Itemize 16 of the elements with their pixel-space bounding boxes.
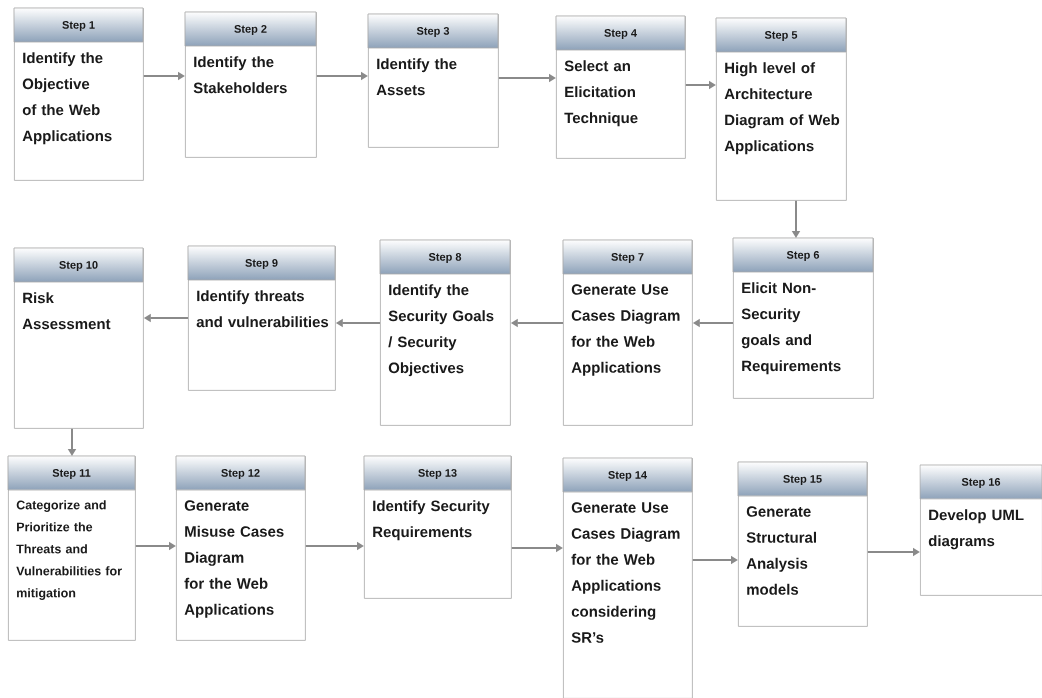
step-box: Step 2 Identify the Stakeholders bbox=[184, 11, 317, 158]
step-box: Step 13 Identify Security Requirements bbox=[363, 455, 512, 599]
step-box: Step 5 High level of Architecture Diagram of Web Applications bbox=[715, 17, 847, 201]
step-box: Step 12 Generate Misuse Cases Diagram for the Web Applications bbox=[175, 455, 306, 641]
step-box: Step 1 Identify the Objective of the Web Applications bbox=[13, 7, 144, 181]
step-box: Step 9 Identify threats and vulnerabilities bbox=[187, 245, 336, 391]
step-box: Step 15 Generate Structural Analysis models bbox=[737, 461, 868, 627]
step-box: Step 16 Develop UML diagrams bbox=[919, 464, 1042, 596]
step-box: Step 7 Generate Use Cases Diagram for the Web Applications bbox=[562, 239, 693, 426]
step-box: Step 6 Elicit Non-Security goals and Requirements bbox=[732, 237, 874, 399]
step-box: Step 4 Select an Elicitation Technique bbox=[555, 15, 686, 159]
step-box: Step 3 Identify the Assets bbox=[367, 13, 499, 148]
step-box: Step 8 Identify the Security Goals / Security Objectives bbox=[379, 239, 511, 426]
step-box: Step 11 Categorize and Prioritize the Threats and Vulnerabilities for mitigation bbox=[7, 455, 136, 641]
step-box: Step 10 Risk Assessment bbox=[13, 247, 144, 429]
step-box: Step 14 Generate Use Cases Diagram for the Web Applications considering SR’s bbox=[562, 457, 693, 698]
